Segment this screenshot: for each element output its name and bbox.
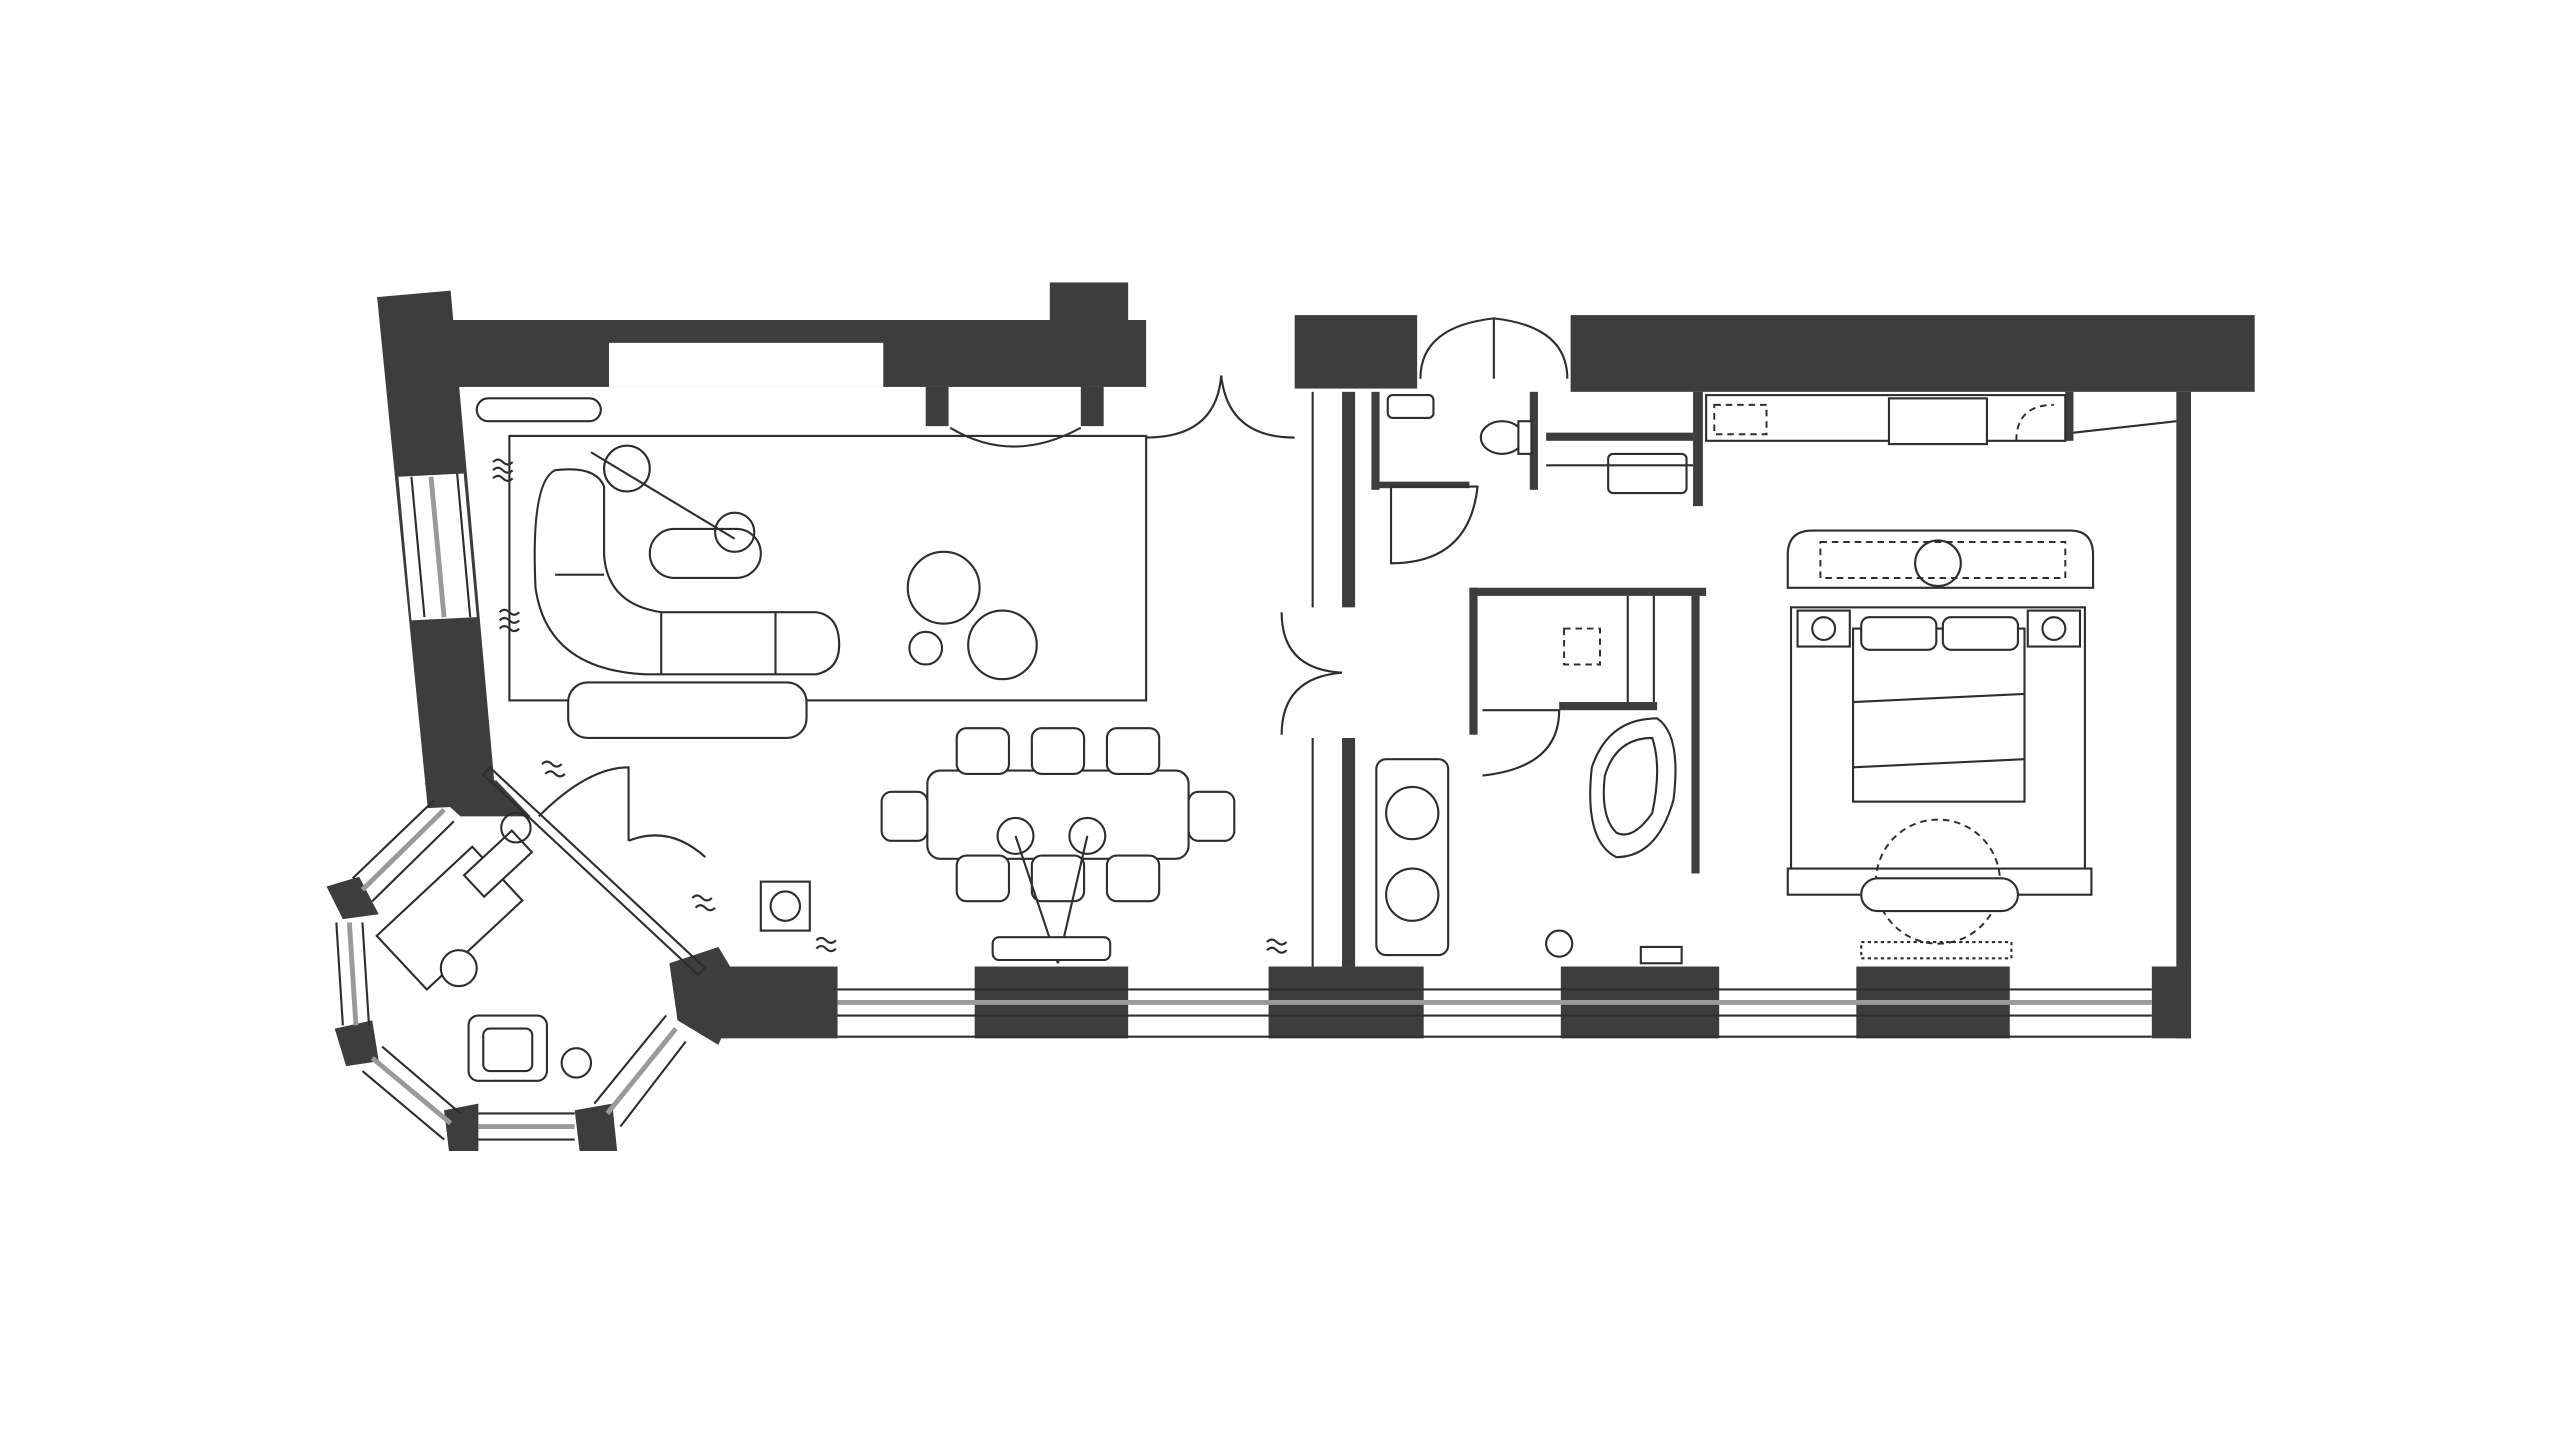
wardrobe bbox=[1705, 394, 2067, 442]
basin bbox=[1385, 867, 1440, 922]
ottoman bbox=[648, 527, 762, 580]
bench bbox=[567, 681, 808, 740]
nightstand bbox=[2026, 609, 2082, 648]
rug bbox=[508, 434, 1148, 702]
exterior-walls bbox=[326, 282, 2255, 1152]
bathroom-furniture bbox=[1375, 595, 1683, 965]
pillow bbox=[1941, 616, 2020, 651]
windows-bottom bbox=[837, 988, 2152, 1038]
bay-window-walls bbox=[326, 780, 743, 1152]
dining-table bbox=[926, 769, 1190, 860]
wc-furniture bbox=[1386, 394, 1694, 495]
toilet bbox=[1479, 420, 1525, 455]
pendant-lamp bbox=[1068, 816, 1107, 855]
living-room-furniture bbox=[475, 397, 1148, 740]
chairs-bottom bbox=[955, 854, 1161, 903]
bedroom-furniture bbox=[1705, 394, 2095, 960]
desk-chair bbox=[439, 949, 478, 988]
nightstand bbox=[1796, 609, 1851, 648]
plant-stand bbox=[759, 880, 811, 932]
bench-entry bbox=[1607, 452, 1688, 495]
chairs-top bbox=[955, 727, 1161, 775]
bay-study-furniture bbox=[375, 765, 707, 1082]
interior-walls bbox=[1311, 391, 2177, 967]
bathtub bbox=[1589, 717, 1677, 859]
armchair bbox=[967, 609, 1038, 681]
mattress bbox=[1852, 627, 2026, 803]
console bbox=[475, 397, 602, 423]
dining-furniture bbox=[759, 727, 1236, 964]
sideboard bbox=[991, 936, 1112, 962]
daybed bbox=[1860, 877, 2020, 913]
fan bbox=[560, 1047, 593, 1079]
radiators bbox=[541, 760, 1288, 954]
pillow bbox=[1860, 616, 1938, 651]
fan bbox=[500, 812, 532, 844]
pendant-lamp bbox=[996, 816, 1035, 855]
basin bbox=[1385, 785, 1440, 841]
wc-sink bbox=[1386, 394, 1435, 420]
armchair-study bbox=[467, 1014, 548, 1082]
sectional-sofa bbox=[533, 468, 841, 676]
shower bbox=[1563, 627, 1601, 666]
floor-mat bbox=[1860, 940, 2013, 960]
side-table bbox=[906, 550, 981, 625]
headboard-bench bbox=[1786, 529, 2095, 589]
